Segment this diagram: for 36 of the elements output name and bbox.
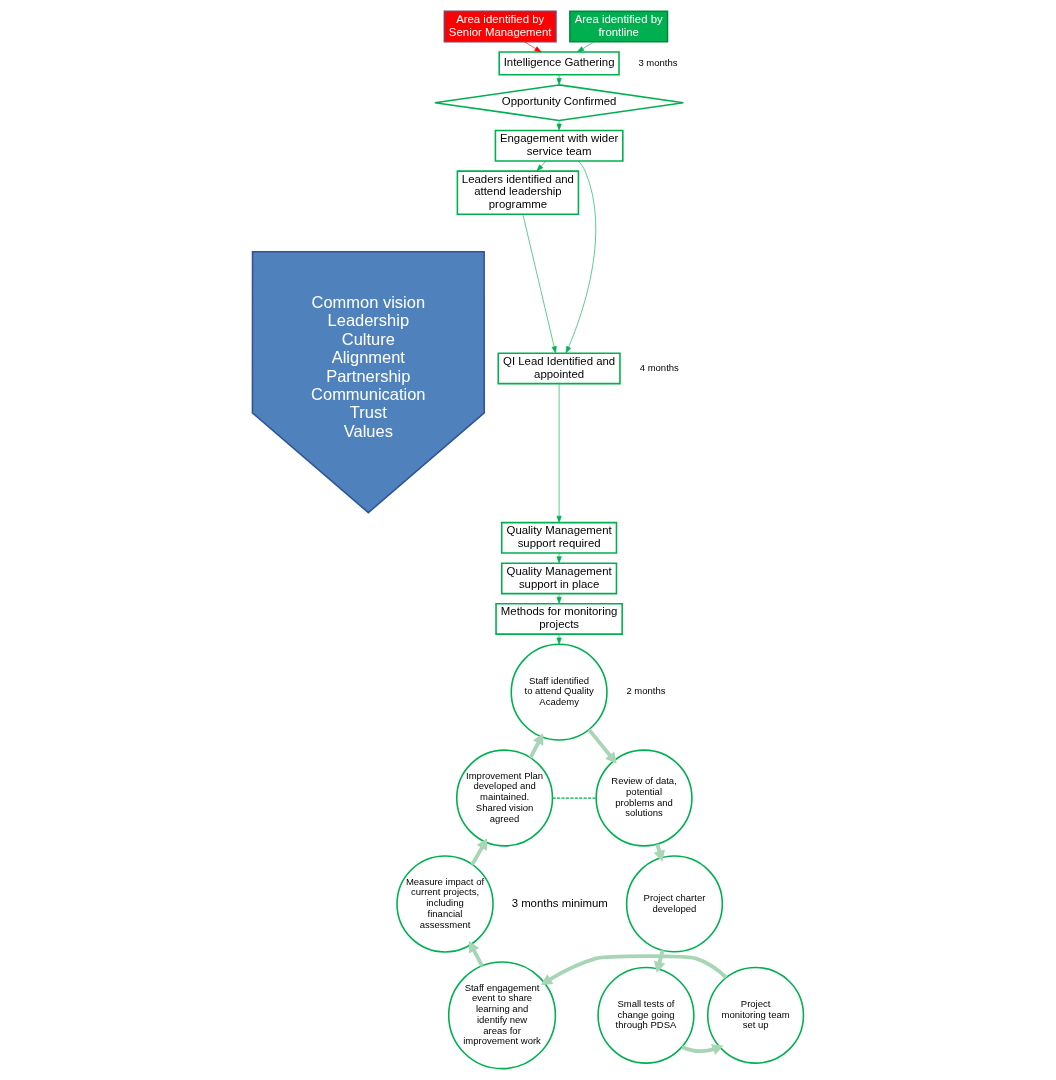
- arrow: [681, 1044, 724, 1055]
- node-circle: Staff identified to attend Quality Academy: [510, 643, 608, 741]
- arrow: [556, 593, 562, 604]
- node-box: Area identified by frontline: [569, 10, 669, 43]
- node-box: Area identified by Senior Management: [443, 10, 557, 43]
- node-box: Engagement with wider service team: [494, 129, 624, 162]
- arrow: [536, 160, 547, 172]
- arrow: [556, 74, 562, 85]
- arrow: [576, 41, 595, 53]
- node-box: Leaders identified and attend leadership programme: [456, 170, 580, 215]
- arrow: [468, 941, 484, 967]
- node-box: QI Lead Identified and appointed: [497, 352, 621, 385]
- node-circle: Improvement Plan developed and maintained. Shared vision agreed: [455, 749, 554, 847]
- node-box: Quality Management support in place: [500, 562, 618, 595]
- node-circle: Project monitoring team set up: [706, 966, 805, 1064]
- connector: [551, 797, 597, 799]
- arrow: [528, 733, 544, 759]
- arrow: [556, 120, 562, 131]
- label: 3 months minimum: [511, 896, 608, 909]
- node-circle: Project charter developed: [625, 855, 724, 953]
- arrow: [540, 954, 728, 986]
- arrow: [556, 383, 562, 523]
- node-box: Intelligence Gathering: [498, 51, 620, 76]
- arrow: [556, 634, 562, 645]
- node-box: Quality Management support required: [500, 521, 618, 554]
- label: 3 months: [638, 56, 678, 68]
- node-diamond: Opportunity Confirmed: [434, 84, 685, 122]
- label: 4 months: [639, 361, 679, 373]
- arrow: [556, 552, 562, 564]
- node-box: Methods for monitoring projects: [495, 602, 623, 635]
- arrow: [524, 41, 542, 53]
- node-circle: Small tests of change going through PDSA: [597, 966, 695, 1064]
- arrow: [522, 214, 557, 354]
- arrow: [587, 728, 617, 764]
- label: 2 months: [626, 685, 666, 697]
- arrow: [470, 838, 488, 866]
